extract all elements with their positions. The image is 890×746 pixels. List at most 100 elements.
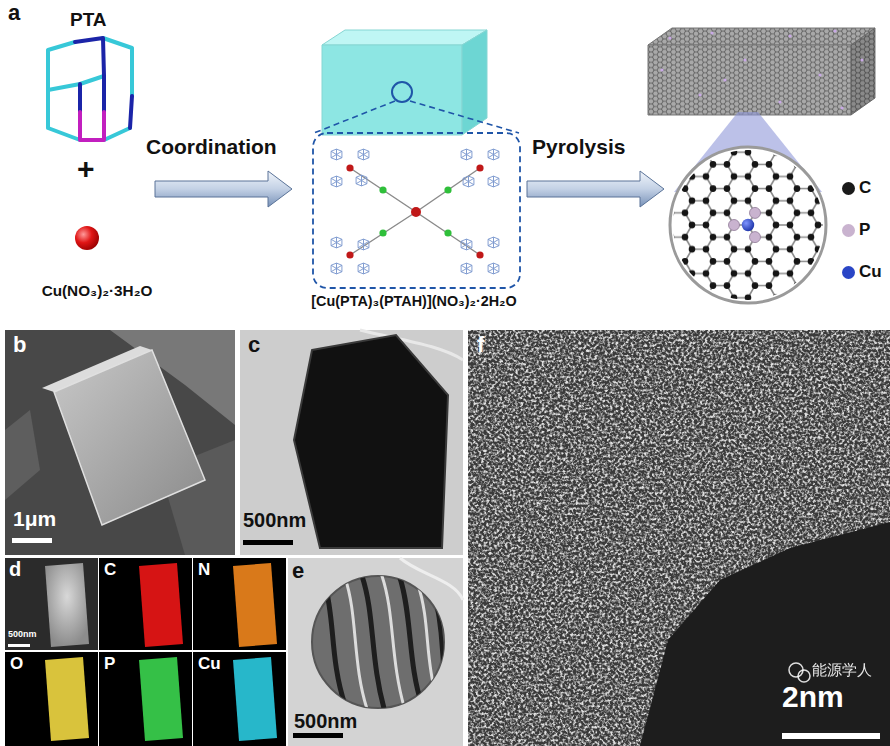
- atomic-zoom: [750, 207, 761, 218]
- carbon-block: [851, 28, 875, 115]
- eds-tile: O: [5, 652, 98, 746]
- carbon-block: [668, 36, 671, 39]
- tem-image: [294, 335, 448, 548]
- precursor-label: Cu(NO₃)₂·3H₂O: [8, 220, 186, 310]
- tem-image: [243, 540, 293, 545]
- tem-panel: c500nm: [240, 330, 463, 555]
- haadf-stem-image: [789, 663, 803, 677]
- haadf-stem-image: [468, 330, 890, 746]
- carbon-block: [778, 100, 781, 103]
- scale-bar-label: 500nm: [294, 710, 357, 733]
- atomic-zoom: [729, 220, 740, 231]
- crystal-structure: [411, 207, 421, 217]
- atomic-zoom: [742, 219, 754, 231]
- element-label: C: [104, 560, 116, 580]
- pta-molecule: [80, 112, 104, 140]
- tem-section-image: [288, 558, 463, 746]
- sem-image: [12, 538, 52, 543]
- eds-tile: C: [99, 558, 192, 650]
- crystal-structure: [331, 263, 342, 274]
- scale-bar-label: 500nm: [8, 629, 37, 639]
- crystal-structure: [379, 229, 386, 236]
- scale-bar-label: 1μm: [13, 507, 56, 531]
- carbon-block: [648, 28, 875, 115]
- stem-panel: f 2nm: [468, 330, 890, 746]
- crystal-structure: [346, 164, 353, 171]
- crystal-structure: [358, 239, 369, 250]
- mof-crystal: [314, 101, 395, 133]
- tem-image: [240, 330, 463, 555]
- tem-section-image: [382, 576, 405, 710]
- pyrolysis-arrow: [527, 171, 664, 207]
- panel-letter: a: [8, 0, 20, 25]
- crystal-structure: [476, 164, 483, 171]
- eds-maps: [99, 558, 192, 650]
- haadf-stem-image: [640, 522, 890, 746]
- crystal-structure: [356, 175, 367, 186]
- carbon-block: [818, 73, 821, 76]
- haadf-stem-image: [468, 330, 890, 746]
- scale-bar-label: 2nm: [782, 680, 844, 715]
- carbon-block: [788, 34, 791, 37]
- atomic-zoom: [750, 232, 761, 243]
- copper-ion-sphere: [75, 226, 99, 250]
- step-label: Coordination: [146, 135, 277, 159]
- carbon-block: [648, 28, 875, 45]
- step-label: Pyrolysis: [532, 135, 625, 159]
- haadf-stem-image: [468, 330, 890, 746]
- tem-section-image: [325, 585, 345, 705]
- tem-section-panel: e500nm: [288, 558, 463, 746]
- legend-swatch: [842, 266, 855, 279]
- carbon-block: [833, 29, 836, 32]
- legend-item: P: [842, 220, 886, 242]
- legend-item: Cu: [842, 262, 886, 284]
- eds-maps: [233, 657, 277, 741]
- mof-crystal: [313, 30, 520, 288]
- carbon-block: [660, 29, 863, 109]
- eds-maps: [45, 657, 89, 741]
- crystal-structure: [358, 149, 369, 160]
- eds-maps: [45, 563, 89, 647]
- crystal-structure: [488, 237, 499, 248]
- panel-letter: b: [13, 332, 26, 357]
- structure-label: Cu(NO₃)₂·3H₂O: [8, 282, 186, 300]
- crystal-structure: [331, 149, 369, 187]
- element-label: Cu: [198, 654, 221, 674]
- element-label: P: [104, 654, 115, 674]
- coordination-arrow: [155, 171, 292, 207]
- mof-crystal: [410, 101, 519, 133]
- crystal-structure: [476, 251, 483, 258]
- crystal-structure: [488, 176, 499, 187]
- atomic-zoom: [670, 112, 826, 303]
- eds-maps: [5, 558, 98, 650]
- carbon-block: [851, 28, 875, 115]
- legend-item: C: [842, 178, 886, 200]
- carbon-block: [648, 45, 851, 115]
- mof-crystal: [313, 133, 520, 288]
- crystal-structure: [331, 237, 369, 274]
- haadf-stem-image: [782, 733, 880, 739]
- tem-section-image: [434, 595, 446, 680]
- structure-label: PTA: [70, 9, 107, 31]
- tem-section-image: [325, 576, 446, 712]
- legend-text: Cu: [859, 262, 882, 282]
- panel-letter: f: [477, 332, 484, 357]
- pta-molecule: [48, 38, 132, 140]
- watermark: 能源学人: [812, 661, 872, 678]
- crystal-structure: [463, 176, 474, 187]
- legend-swatch: [842, 224, 855, 237]
- mof-crystal: [392, 82, 412, 102]
- carbon-block: [660, 68, 663, 71]
- crystal-structure: [461, 149, 472, 160]
- eds-maps: [233, 563, 277, 647]
- crystal-structure: [346, 251, 353, 258]
- sem-image: [5, 330, 235, 555]
- eds-maps: [139, 563, 183, 647]
- sem-image: [5, 410, 40, 500]
- crystal-structure: [444, 229, 451, 236]
- molecule-label: PTA: [40, 5, 150, 145]
- crystal-structure: [379, 186, 386, 193]
- carbon-block: [698, 93, 701, 96]
